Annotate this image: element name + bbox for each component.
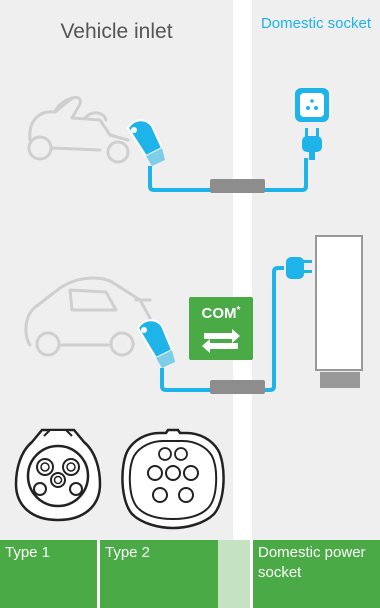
label-type1: Type 1 bbox=[0, 540, 97, 608]
exchange-arrows-icon bbox=[202, 329, 240, 353]
wallbox-icon bbox=[315, 235, 363, 388]
vehicle-inlet-title: Vehicle inlet bbox=[60, 20, 173, 43]
car-icon bbox=[24, 276, 152, 357]
type2-connector-icon bbox=[121, 428, 225, 530]
domestic-socket-title: Domestic socket bbox=[260, 15, 372, 32]
top-cable-box bbox=[210, 179, 265, 193]
panel-gap bbox=[233, 0, 252, 540]
scooter-icon bbox=[27, 95, 130, 164]
car-plug-icon bbox=[136, 319, 175, 368]
charging-diagram bbox=[14, 88, 363, 530]
wallbox-plug-icon bbox=[286, 257, 312, 279]
com-box bbox=[189, 297, 253, 360]
domestic-plug-icon bbox=[302, 128, 322, 160]
type1-connector-icon bbox=[14, 428, 102, 522]
legend-spacer bbox=[218, 540, 250, 608]
connector-legend: Type 1 Type 2 Domestic power socket bbox=[0, 540, 380, 608]
label-type2: Type 2 bbox=[100, 540, 218, 608]
scooter-plug-icon bbox=[126, 119, 165, 172]
bottom-cable-box bbox=[210, 380, 265, 394]
domestic-socket-icon bbox=[295, 88, 329, 122]
bottom-cable bbox=[160, 266, 284, 392]
com-label: COM* bbox=[201, 305, 241, 322]
label-domestic-power-socket: Domestic power socket bbox=[253, 540, 380, 608]
